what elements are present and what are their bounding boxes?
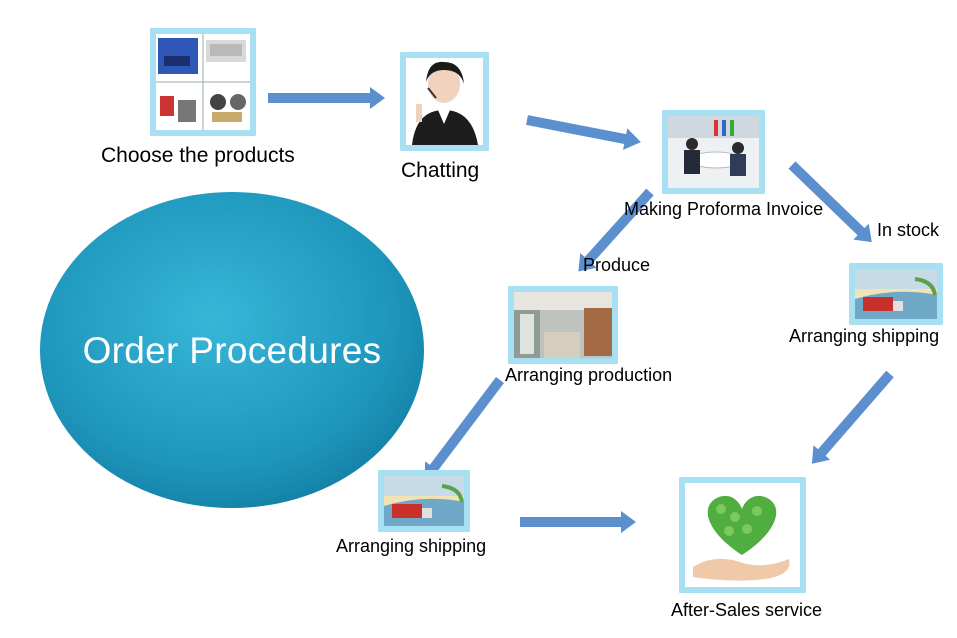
arrow-choose-to-chatting <box>268 87 385 109</box>
production-image <box>508 286 618 364</box>
invoice-image <box>662 110 765 194</box>
arrow-chatting-to-invoice <box>526 115 641 150</box>
shipping-produced-image <box>378 470 470 532</box>
step-after-sales-service: After-Sales service <box>671 600 823 620</box>
step-arranging-shipping-instock: Arranging shipping <box>789 326 940 346</box>
step-choose-products: Choose the products <box>101 144 295 167</box>
aftersales-image <box>679 477 806 593</box>
choose-products-image <box>150 28 256 136</box>
branch-in-stock: In stock <box>877 220 940 240</box>
arrow-invoice-to-instock-shipping <box>788 161 872 243</box>
step-arranging-shipping-produced: Arranging shipping <box>336 536 487 556</box>
arrow-instock-shipping-to-aftersales <box>811 370 894 464</box>
step-making-proforma-invoice: Making Proforma Invoice <box>624 199 824 219</box>
arrow-shipping-to-aftersales <box>520 511 636 533</box>
chatting-image <box>400 52 489 151</box>
arrow-production-to-shipping <box>424 376 504 480</box>
arrow-invoice-to-production <box>578 188 654 272</box>
shipping-instock-image <box>849 263 943 325</box>
step-arranging-production: Arranging production <box>505 365 673 385</box>
step-chatting: Chatting <box>401 159 480 182</box>
diagram-title: Order Procedures <box>82 330 382 371</box>
branch-produce: Produce <box>583 255 651 275</box>
